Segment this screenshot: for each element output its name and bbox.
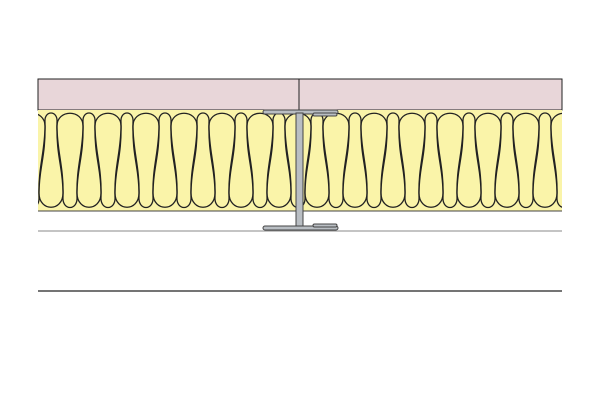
insulation-pattern (38, 112, 600, 209)
steel-i-stud (262, 109, 339, 231)
stud-top-lip (312, 112, 338, 117)
insulation-loop (589, 113, 600, 207)
stud-bottom-lip (312, 223, 338, 228)
stud-web (295, 112, 304, 229)
insulation-loop (571, 113, 595, 207)
insulation-loop (550, 112, 562, 208)
board-layer (37, 78, 563, 111)
